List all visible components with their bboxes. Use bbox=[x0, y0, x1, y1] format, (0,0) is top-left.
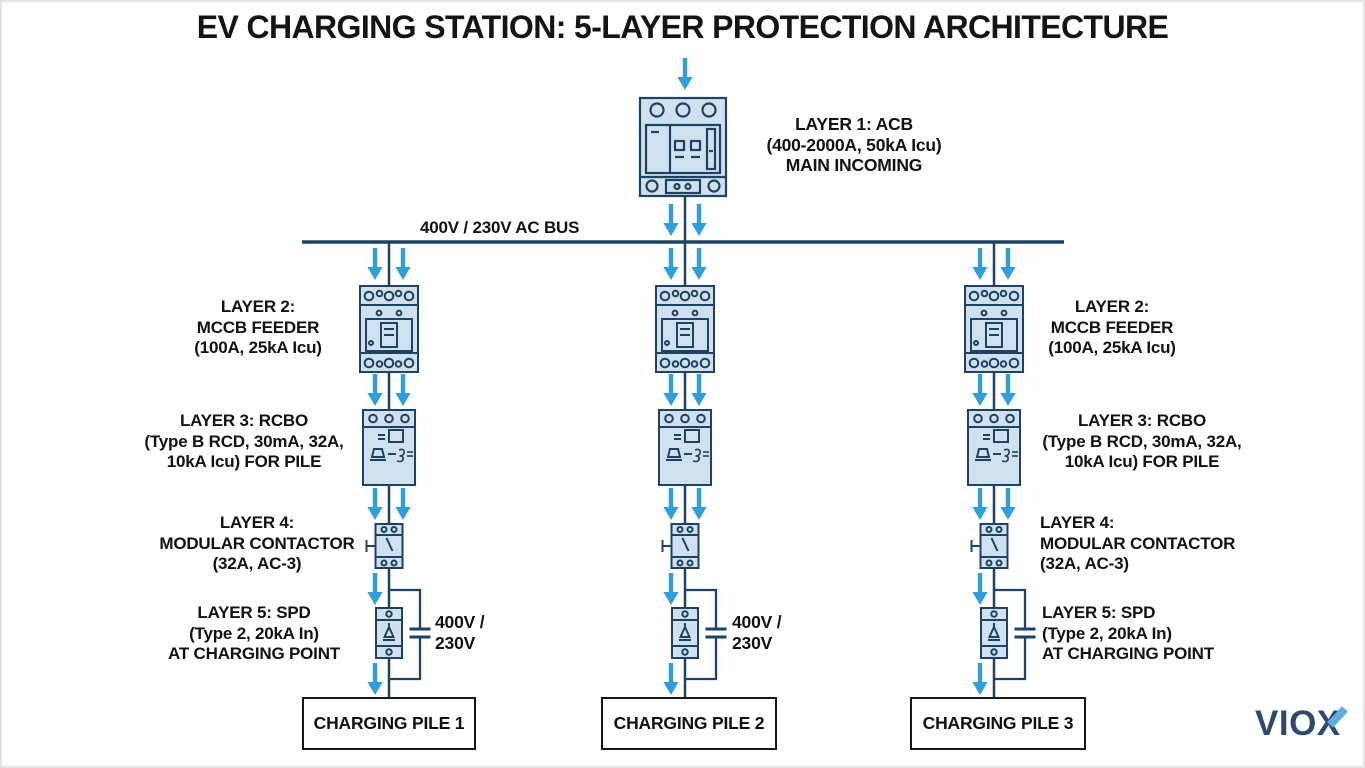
layer5-label-line: LAYER 5: SPD bbox=[197, 603, 311, 622]
ac-bus-label: 400V / 230V AC BUS bbox=[420, 218, 580, 237]
acb-symbol bbox=[638, 96, 728, 198]
layer4-label-line: (32A, AC-3) bbox=[212, 554, 302, 573]
layer1-label-line: LAYER 1: ACB bbox=[795, 114, 913, 134]
layer1-label-line: MAIN INCOMING bbox=[785, 155, 923, 175]
layer2-label-line: LAYER 2: bbox=[220, 297, 296, 316]
layer5-label-line: (Type 2, 20kA In) bbox=[1042, 623, 1172, 643]
charging-pile-label: CHARGING PILE 1 bbox=[313, 713, 465, 733]
layer5-label-line: (Type 2, 20kA In) bbox=[189, 623, 319, 643]
charging-pile-1-box: CHARGING PILE 1 bbox=[302, 697, 476, 750]
layer2-label-line: MCCB FEEDER bbox=[196, 317, 320, 337]
charging-pile-label: CHARGING PILE 3 bbox=[922, 713, 1074, 733]
viox-logo-accent bbox=[1327, 706, 1348, 728]
layer4-label-line: MODULAR CONTACTOR bbox=[159, 533, 355, 553]
voltage-line: 230V bbox=[435, 633, 476, 653]
page-title: EV CHARGING STATION: 5-LAYER PROTECTION … bbox=[196, 9, 1169, 45]
voltage-line: 400V / bbox=[732, 612, 782, 632]
layer3-label-line: 10kA Icu) FOR PILE bbox=[166, 452, 322, 471]
voltage-line: 230V bbox=[732, 633, 773, 653]
spd-voltage-label-middle: 400V / 230V bbox=[732, 612, 802, 654]
acb-bus-connector bbox=[663, 197, 707, 243]
layer4-label-line: LAYER 4: bbox=[1040, 513, 1115, 532]
layer1-acb-label: LAYER 1: ACB (400-2000A, 50kA Icu) MAIN … bbox=[730, 114, 978, 176]
voltage-line: 400V / bbox=[435, 612, 485, 632]
layer2-label-line: MCCB FEEDER bbox=[1050, 317, 1174, 337]
layer4-label-line: LAYER 4: bbox=[219, 513, 295, 532]
layer3-label-left: LAYER 3: RCBO (Type B RCD, 30mA, 32A, 10… bbox=[110, 411, 378, 473]
layer5-label-line: LAYER 5: SPD bbox=[1042, 603, 1156, 622]
layer2-label-line: LAYER 2: bbox=[1074, 297, 1150, 316]
layer1-label-line: (400-2000A, 50kA Icu) bbox=[766, 134, 942, 155]
layer3-label-line: (Type B RCD, 30mA, 32A, bbox=[1042, 431, 1242, 451]
layer5-label-right: LAYER 5: SPD (Type 2, 20kA In) AT CHARGI… bbox=[1042, 603, 1282, 665]
layer5-label-line: AT CHARGING POINT bbox=[168, 644, 340, 663]
viox-logo: VIOX bbox=[1255, 704, 1341, 743]
layer3-label-line: (Type B RCD, 30mA, 32A, bbox=[144, 431, 344, 451]
layer2-label-line: (100A, 25kA Icu) bbox=[1048, 338, 1176, 357]
layer4-label-line: MODULAR CONTACTOR bbox=[1040, 533, 1236, 553]
layer3-label-line: LAYER 3: RCBO bbox=[179, 411, 309, 430]
layer3-label-right: LAYER 3: RCBO (Type B RCD, 30mA, 32A, 10… bbox=[1028, 411, 1256, 473]
protection-column-3 bbox=[965, 242, 1036, 698]
layer3-label-line: 10kA Icu) FOR PILE bbox=[1064, 452, 1220, 471]
main-incoming-arrow-icon bbox=[677, 58, 693, 90]
charging-pile-label: CHARGING PILE 2 bbox=[613, 713, 765, 733]
protection-column-2 bbox=[656, 242, 727, 698]
layer2-label-right: LAYER 2: MCCB FEEDER (100A, 25kA Icu) bbox=[1030, 297, 1194, 359]
layer2-label-line: (100A, 25kA Icu) bbox=[194, 338, 322, 357]
layer3-label-line: LAYER 3: RCBO bbox=[1077, 411, 1207, 430]
layer4-label-line: (32A, AC-3) bbox=[1040, 554, 1129, 573]
layer5-label-line: AT CHARGING POINT bbox=[1042, 644, 1214, 663]
layer5-label-left: LAYER 5: SPD (Type 2, 20kA In) AT CHARGI… bbox=[114, 603, 394, 665]
spd-voltage-label-left: 400V / 230V bbox=[435, 612, 505, 654]
layer2-label-left: LAYER 2: MCCB FEEDER (100A, 25kA Icu) bbox=[152, 297, 364, 359]
charging-pile-2-box: CHARGING PILE 2 bbox=[601, 697, 777, 750]
charging-pile-3-box: CHARGING PILE 3 bbox=[910, 697, 1086, 750]
layer4-label-right: LAYER 4: MODULAR CONTACTOR (32A, AC-3) bbox=[1040, 513, 1284, 575]
layer4-label-left: LAYER 4: MODULAR CONTACTOR (32A, AC-3) bbox=[135, 513, 379, 575]
